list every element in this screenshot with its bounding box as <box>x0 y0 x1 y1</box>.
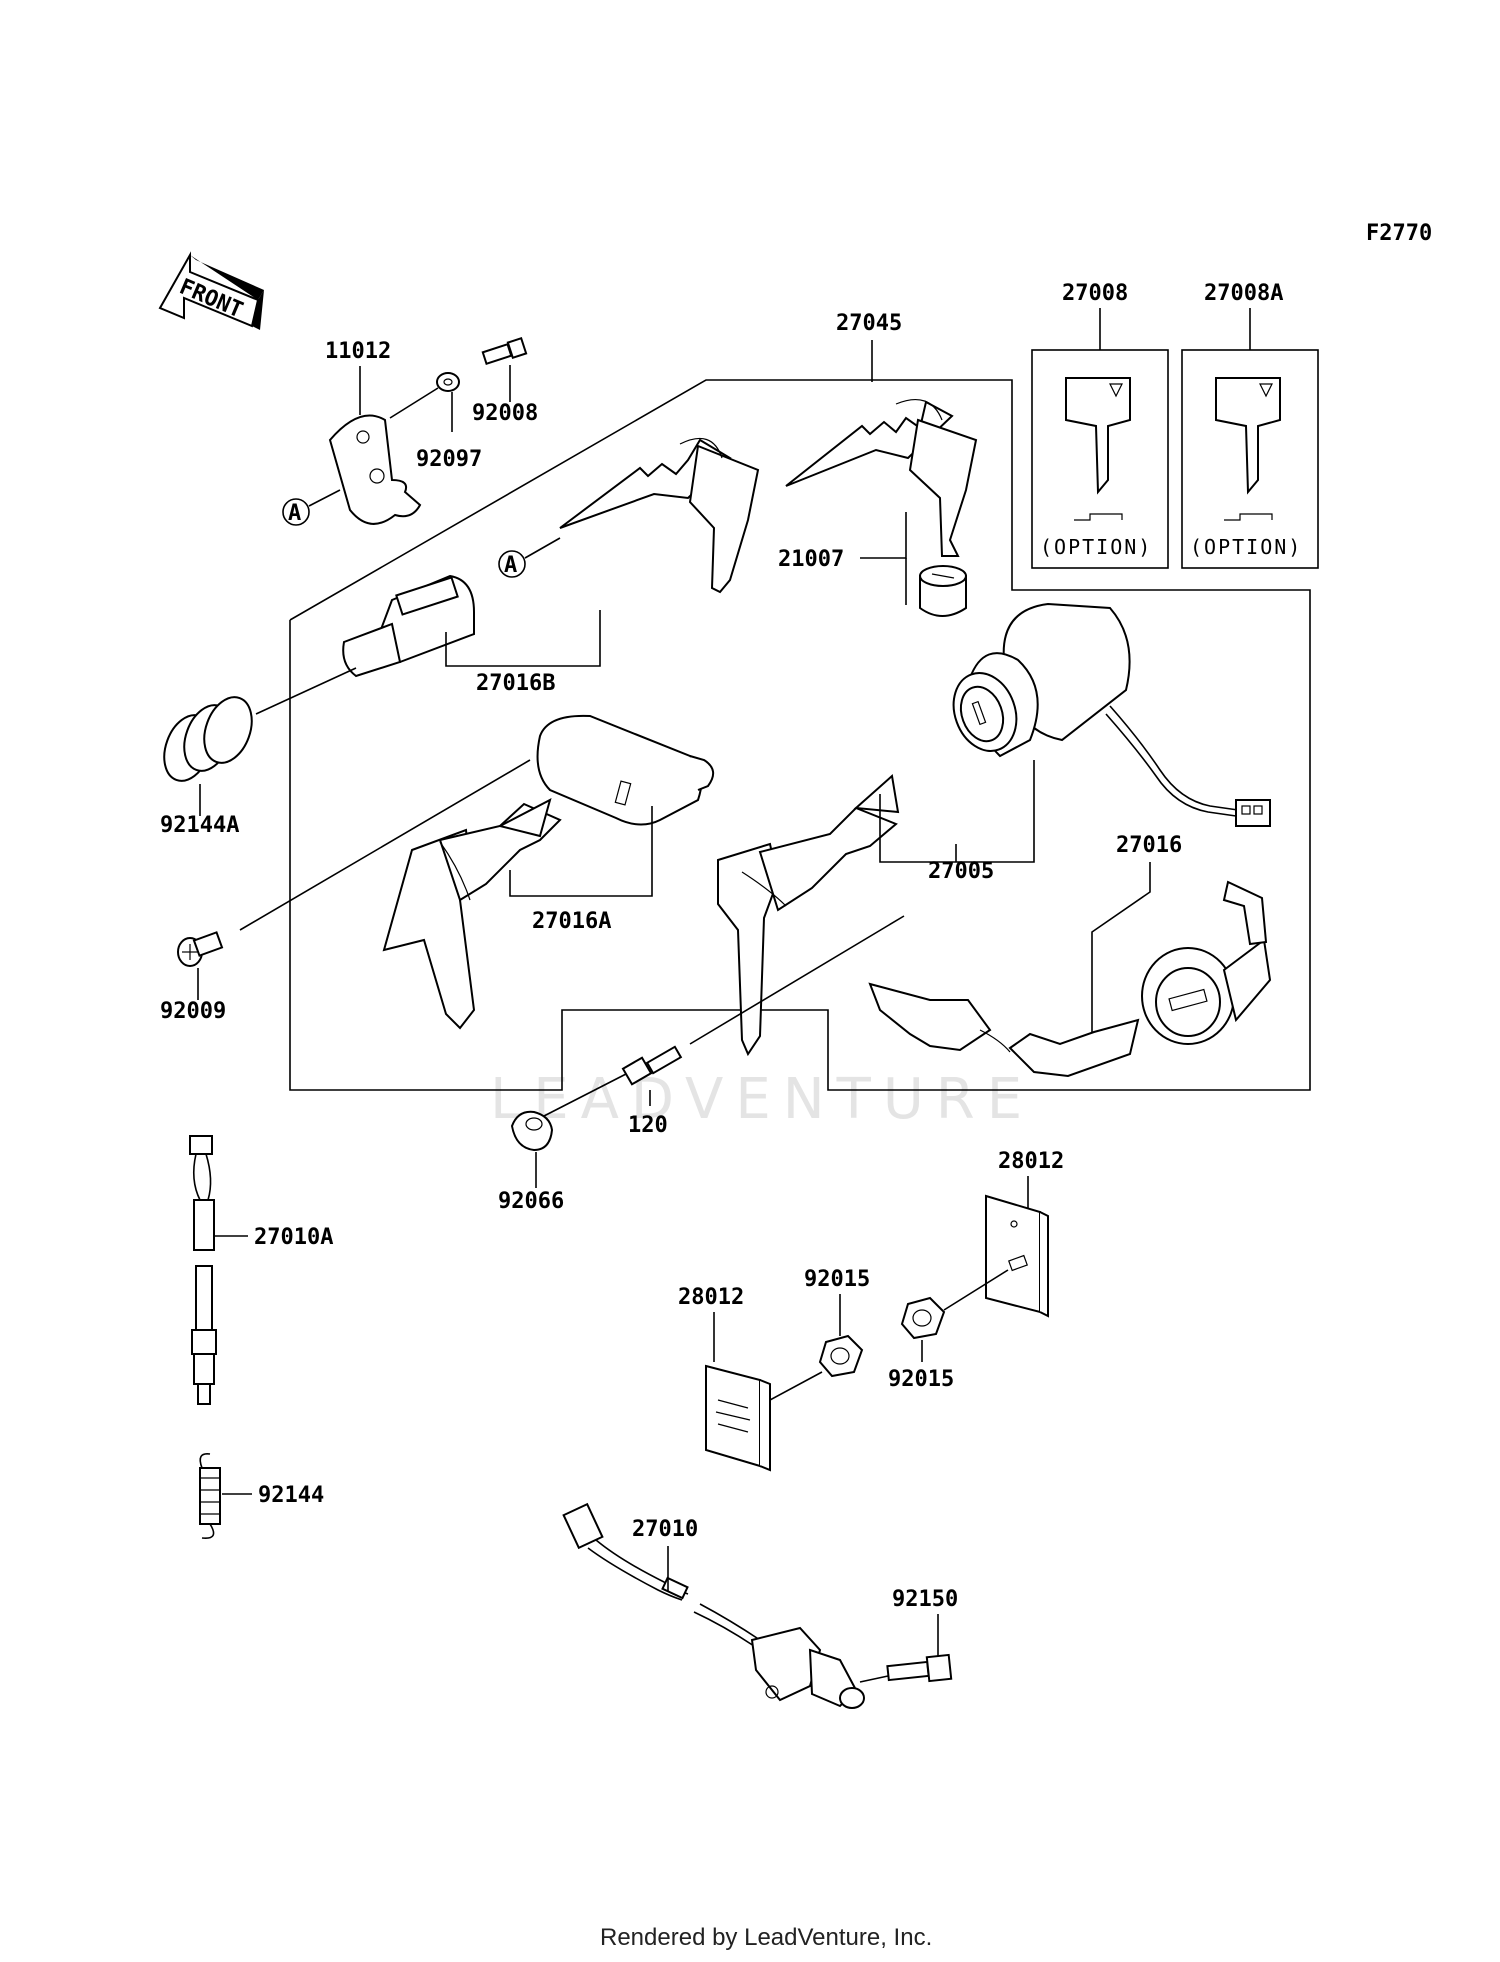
plate-11012 <box>328 414 422 525</box>
label-92144: 92144 <box>258 1483 324 1508</box>
option-label-27008: (OPTION) <box>1040 535 1152 559</box>
bolt-92150 <box>886 1653 953 1683</box>
spring-92144a <box>163 696 253 782</box>
label-27008a: 27008A <box>1204 281 1283 306</box>
label-27008: 27008 <box>1062 281 1128 306</box>
assembly-frame <box>289 379 1311 1091</box>
label-92144a: 92144A <box>160 813 239 838</box>
front-arrow-icon: FRONT <box>158 251 264 330</box>
screw-120 <box>621 1045 683 1086</box>
label-27045: 27045 <box>836 311 902 336</box>
keys-27016 <box>868 982 1140 1078</box>
spring-92144 <box>199 1452 221 1540</box>
label-21007: 21007 <box>778 547 844 572</box>
cylinder-27016b <box>342 574 475 678</box>
reflector-28012-bottom <box>705 1364 771 1472</box>
label-120: 120 <box>628 1113 668 1138</box>
option-box-27008a: (OPTION) <box>1181 349 1319 569</box>
label-27010: 27010 <box>632 1517 698 1542</box>
footer-credit: Rendered by LeadVenture, Inc. <box>600 1924 932 1951</box>
keys-27016a <box>382 798 562 1030</box>
screw-92009 <box>177 931 224 967</box>
callout-a-plate-letter: A <box>288 501 301 526</box>
nut-92015-top <box>900 1296 946 1340</box>
label-27010a: 27010A <box>254 1225 333 1250</box>
label-92015-top: 92015 <box>888 1367 954 1392</box>
label-11012: 11012 <box>325 339 391 364</box>
lock-27016 <box>1141 880 1272 1045</box>
callout-a-key <box>498 550 526 578</box>
label-92009: 92009 <box>160 999 226 1024</box>
label-92008: 92008 <box>472 401 538 426</box>
label-92015-bottom: 92015 <box>804 1267 870 1292</box>
label-27005: 27005 <box>928 859 994 884</box>
label-92097: 92097 <box>416 447 482 472</box>
option-box-27008: (OPTION) <box>1031 349 1169 569</box>
keys-27005 <box>717 774 900 1057</box>
keys-27016b <box>559 437 760 594</box>
grommet-92066 <box>510 1110 554 1152</box>
figure-code: F2770 <box>1366 221 1432 246</box>
reflector-28012-top <box>985 1194 1049 1318</box>
label-27016b: 27016B <box>476 671 555 696</box>
keys-27045 <box>785 399 978 557</box>
label-28012-bottom: 28012 <box>678 1285 744 1310</box>
switch-27010 <box>562 1502 865 1709</box>
bolt-92008 <box>481 336 528 365</box>
label-27016: 27016 <box>1116 833 1182 858</box>
label-92066: 92066 <box>498 1189 564 1214</box>
svg-text:LEADVENTURE: LEADVENTURE <box>490 1067 1034 1132</box>
callout-a-plate <box>282 498 310 526</box>
seat-lock-27016a <box>536 714 715 826</box>
option-label-27008a: (OPTION) <box>1190 535 1302 559</box>
ignition-switch-27005 <box>952 602 1271 827</box>
label-92150: 92150 <box>892 1587 958 1612</box>
callout-a-key-letter: A <box>504 553 517 578</box>
switch-27010a <box>189 1135 217 1405</box>
cap-21007 <box>919 565 967 617</box>
washer-92097 <box>436 372 460 392</box>
label-27016a: 27016A <box>532 909 611 934</box>
nut-92015-bottom <box>818 1334 864 1378</box>
watermark: LEADVENTURE <box>490 1067 1034 1132</box>
label-28012-top: 28012 <box>998 1149 1064 1174</box>
